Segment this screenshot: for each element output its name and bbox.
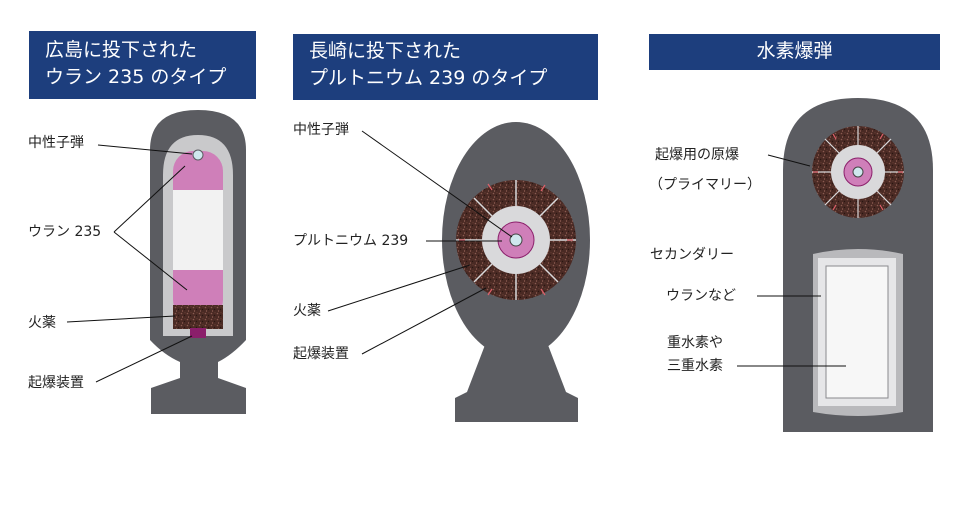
explosive-charge	[173, 305, 223, 329]
title-line-1: 水素爆弾	[756, 40, 833, 62]
label-fuel-line2: 三重水素	[667, 358, 723, 374]
label-explosive: 火薬	[293, 303, 321, 319]
leader-neutron	[361, 130, 513, 238]
label-neutron-initiator: 中性子弾	[28, 135, 84, 151]
uranium-upper-fill	[173, 172, 223, 191]
leader-detonator	[361, 287, 487, 355]
uranium-bomb-diagram	[66, 110, 246, 414]
label-detonator: 起爆装置	[28, 375, 84, 391]
leader-primary	[767, 154, 811, 167]
title-line-1: 長崎に投下された	[309, 40, 462, 62]
fusion-fuel	[825, 265, 889, 399]
label-neutron-initiator: 中性子弾	[293, 122, 349, 138]
plutonium-bomb-diagram	[327, 122, 590, 422]
detonator-block	[190, 328, 206, 338]
label-secondary: セカンダリー	[650, 247, 734, 263]
label-plutonium-239: プルトニウム 239	[293, 233, 409, 249]
leader-explosive	[66, 315, 176, 323]
label-fuel-line1: 重水素や	[667, 335, 723, 351]
detonator-marks	[459, 183, 573, 296]
title-plutonium-bomb: 長崎に投下された プルトニウム 239 のタイプ	[293, 34, 598, 100]
label-uranium-etc: ウランなど	[666, 288, 736, 304]
title-line-2: ウラン 235 のタイプ	[45, 66, 227, 88]
title-line-2: プルトニウム 239 のタイプ	[309, 67, 548, 89]
title-hydrogen-bomb: 水素爆弾	[649, 34, 940, 70]
primary-initiator	[852, 166, 864, 178]
label-uranium-235: ウラン 235	[28, 224, 102, 240]
leader-detonator	[95, 335, 193, 383]
label-explosive: 火薬	[28, 315, 56, 331]
neutron-initiator	[509, 233, 523, 247]
leader-uranium-b	[113, 231, 188, 291]
primary-detonator-marks	[813, 133, 903, 211]
leader-neutron	[97, 144, 193, 155]
label-primary: 起爆用の原爆	[655, 147, 739, 163]
title-line-1: 広島に投下された	[45, 39, 198, 61]
gun-barrel	[173, 190, 223, 270]
hydrogen-bomb-diagram	[737, 98, 933, 432]
label-primary-sub: （プライマリー）	[649, 177, 761, 193]
tail-fin	[455, 345, 578, 422]
lens-dividers	[456, 180, 576, 300]
leader-uranium-a	[113, 165, 186, 233]
label-detonator: 起爆装置	[293, 346, 349, 362]
neutron-initiator	[192, 149, 204, 161]
title-uranium-bomb: 広島に投下された ウラン 235 のタイプ	[29, 31, 256, 99]
leader-explosive	[327, 264, 471, 312]
uranium-lower-fill	[173, 270, 223, 290]
